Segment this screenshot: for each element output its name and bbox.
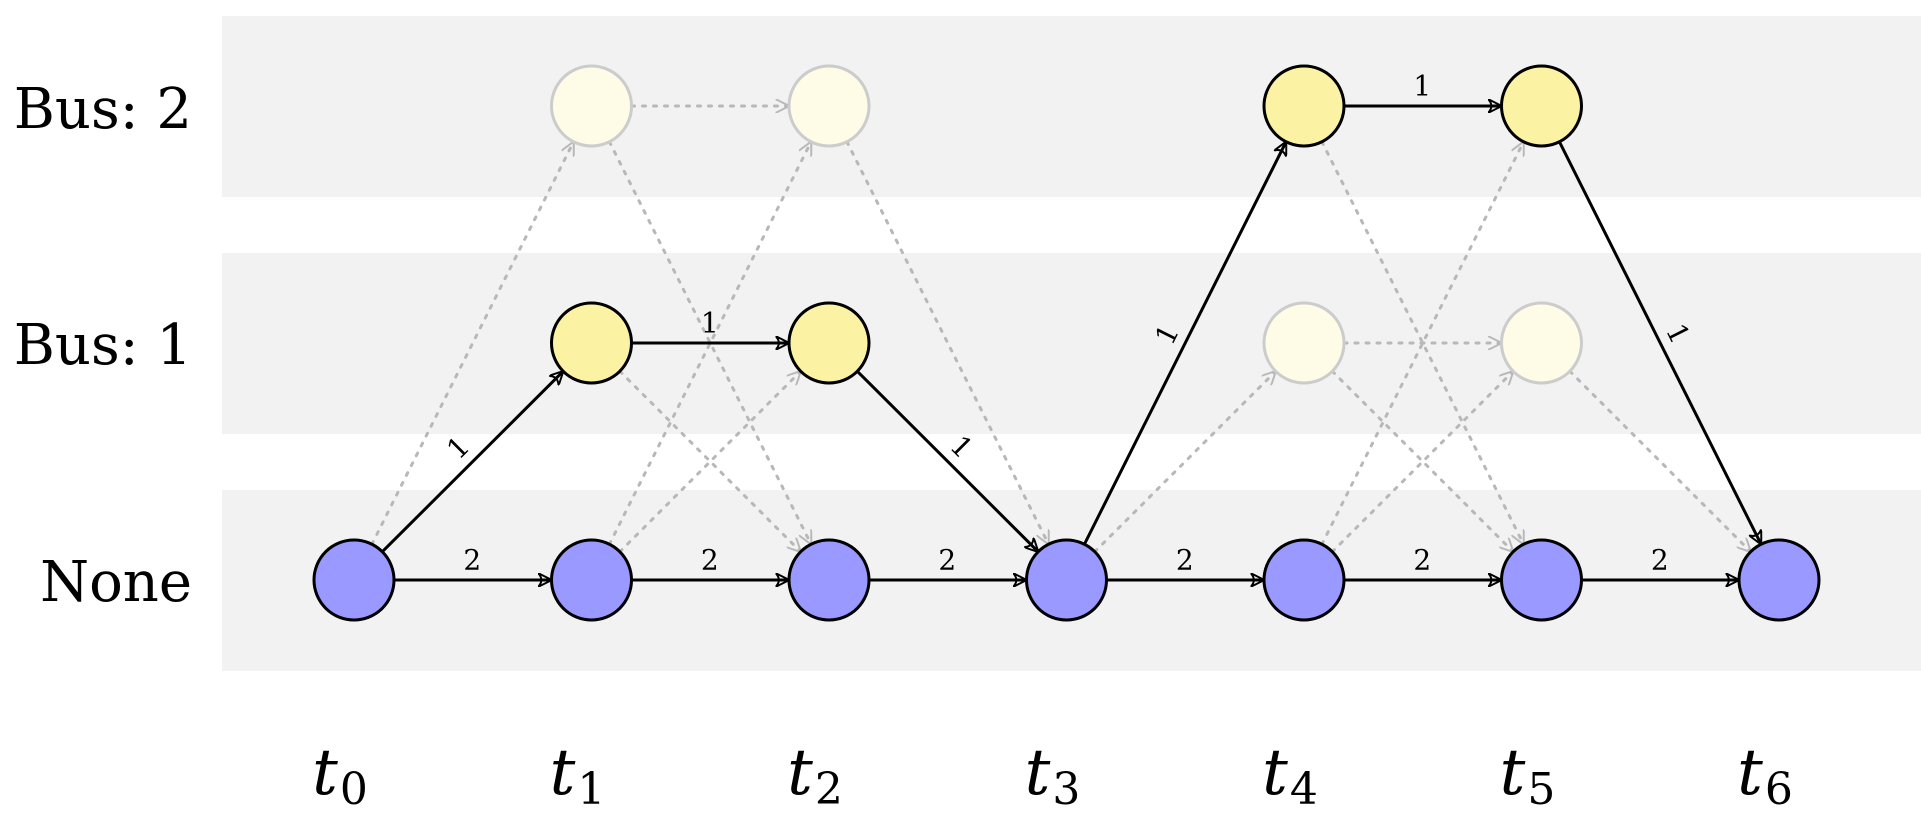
ghost-edge-t0-none-to-t1-bus2 bbox=[370, 143, 573, 546]
ghost-edge-t4-none-to-t5-bus2 bbox=[1320, 143, 1523, 546]
ghost-edge-t4-none-to-t5-bus1 bbox=[1330, 372, 1512, 554]
node-t3-none bbox=[1025, 538, 1108, 622]
node-t5-bus1-ghost bbox=[1500, 301, 1583, 385]
edge-t3-none-to-t4-bus2 bbox=[1082, 143, 1285, 546]
time-label-2: t2 bbox=[787, 736, 843, 815]
node-t6-none bbox=[1737, 538, 1821, 622]
node-t5-none bbox=[1500, 538, 1583, 622]
nodes bbox=[312, 64, 1821, 622]
ghost-edge-t4-bus1-to-t5-none bbox=[1330, 369, 1512, 551]
edge-t0-none-to-t1-bus1 bbox=[380, 372, 562, 554]
row-label-none: None bbox=[40, 550, 192, 615]
ghost-edge-t1-none-to-t2-bus2 bbox=[607, 143, 810, 546]
edge-weight-t1-bus1-to-t2-bus1: 1 bbox=[701, 307, 719, 340]
node-t4-bus1-ghost bbox=[1262, 301, 1346, 385]
ghost-edges bbox=[370, 106, 1750, 554]
time-label-1: t1 bbox=[550, 736, 606, 815]
edge-t5-bus2-to-t6-none bbox=[1557, 140, 1760, 544]
node-t2-bus2-ghost bbox=[787, 64, 871, 148]
node-t5-bus2 bbox=[1500, 64, 1583, 148]
node-t1-bus1 bbox=[550, 301, 633, 385]
edge-weight-t4-bus2-to-t5-bus2: 1 bbox=[1413, 70, 1431, 103]
node-t4-none bbox=[1262, 538, 1346, 622]
time-label-6: t6 bbox=[1737, 736, 1793, 815]
edge-weight-t1-none-to-t2-none: 2 bbox=[701, 544, 719, 577]
edge-t2-bus1-to-t3-none bbox=[855, 369, 1037, 551]
node-t0-none bbox=[312, 538, 396, 622]
time-labels: t0 t1 t2 t3 t4 t5 t6 bbox=[312, 736, 1793, 815]
ghost-edge-t1-bus2-to-t2-none bbox=[607, 140, 810, 544]
band-bus2 bbox=[222, 16, 1921, 197]
time-label-5: t5 bbox=[1500, 736, 1556, 815]
edge-weight-t0-none-to-t1-bus1: 1 bbox=[440, 430, 476, 466]
edge-weight-t4-none-to-t5-none: 2 bbox=[1413, 544, 1431, 577]
edge-weight-t2-none-to-t3-none: 2 bbox=[938, 544, 956, 577]
band-bus1 bbox=[222, 253, 1921, 434]
row-labels: Bus: 2 Bus: 1 None bbox=[14, 77, 192, 615]
ghost-edge-t1-none-to-t2-bus1 bbox=[618, 372, 800, 554]
node-t2-bus1 bbox=[787, 301, 871, 385]
node-t1-none bbox=[550, 538, 633, 622]
ghost-edge-t4-bus2-to-t5-none bbox=[1320, 140, 1523, 544]
edge-weight-t2-bus1-to-t3-none: 1 bbox=[944, 429, 980, 465]
edge-weight-t3-none-to-t4-none: 2 bbox=[1176, 544, 1194, 577]
row-label-bus1: Bus: 1 bbox=[14, 313, 192, 378]
time-label-3: t3 bbox=[1025, 736, 1081, 815]
node-t1-bus2-ghost bbox=[550, 64, 633, 148]
ghost-edge-t2-bus2-to-t3-none bbox=[845, 140, 1048, 544]
node-t4-bus2 bbox=[1262, 64, 1346, 148]
ghost-edge-t1-bus1-to-t2-none bbox=[618, 369, 800, 551]
time-label-4: t4 bbox=[1262, 736, 1318, 815]
ghost-edge-t5-bus1-to-t6-none bbox=[1568, 369, 1750, 551]
time-label-0: t0 bbox=[312, 736, 368, 815]
edge-weight-t5-none-to-t6-none: 2 bbox=[1651, 544, 1669, 577]
row-label-bus2: Bus: 2 bbox=[14, 77, 192, 142]
edge-weight-t0-none-to-t1-none: 2 bbox=[463, 544, 481, 577]
ghost-edge-t3-none-to-t4-bus1 bbox=[1093, 372, 1275, 554]
node-t2-none bbox=[787, 538, 871, 622]
